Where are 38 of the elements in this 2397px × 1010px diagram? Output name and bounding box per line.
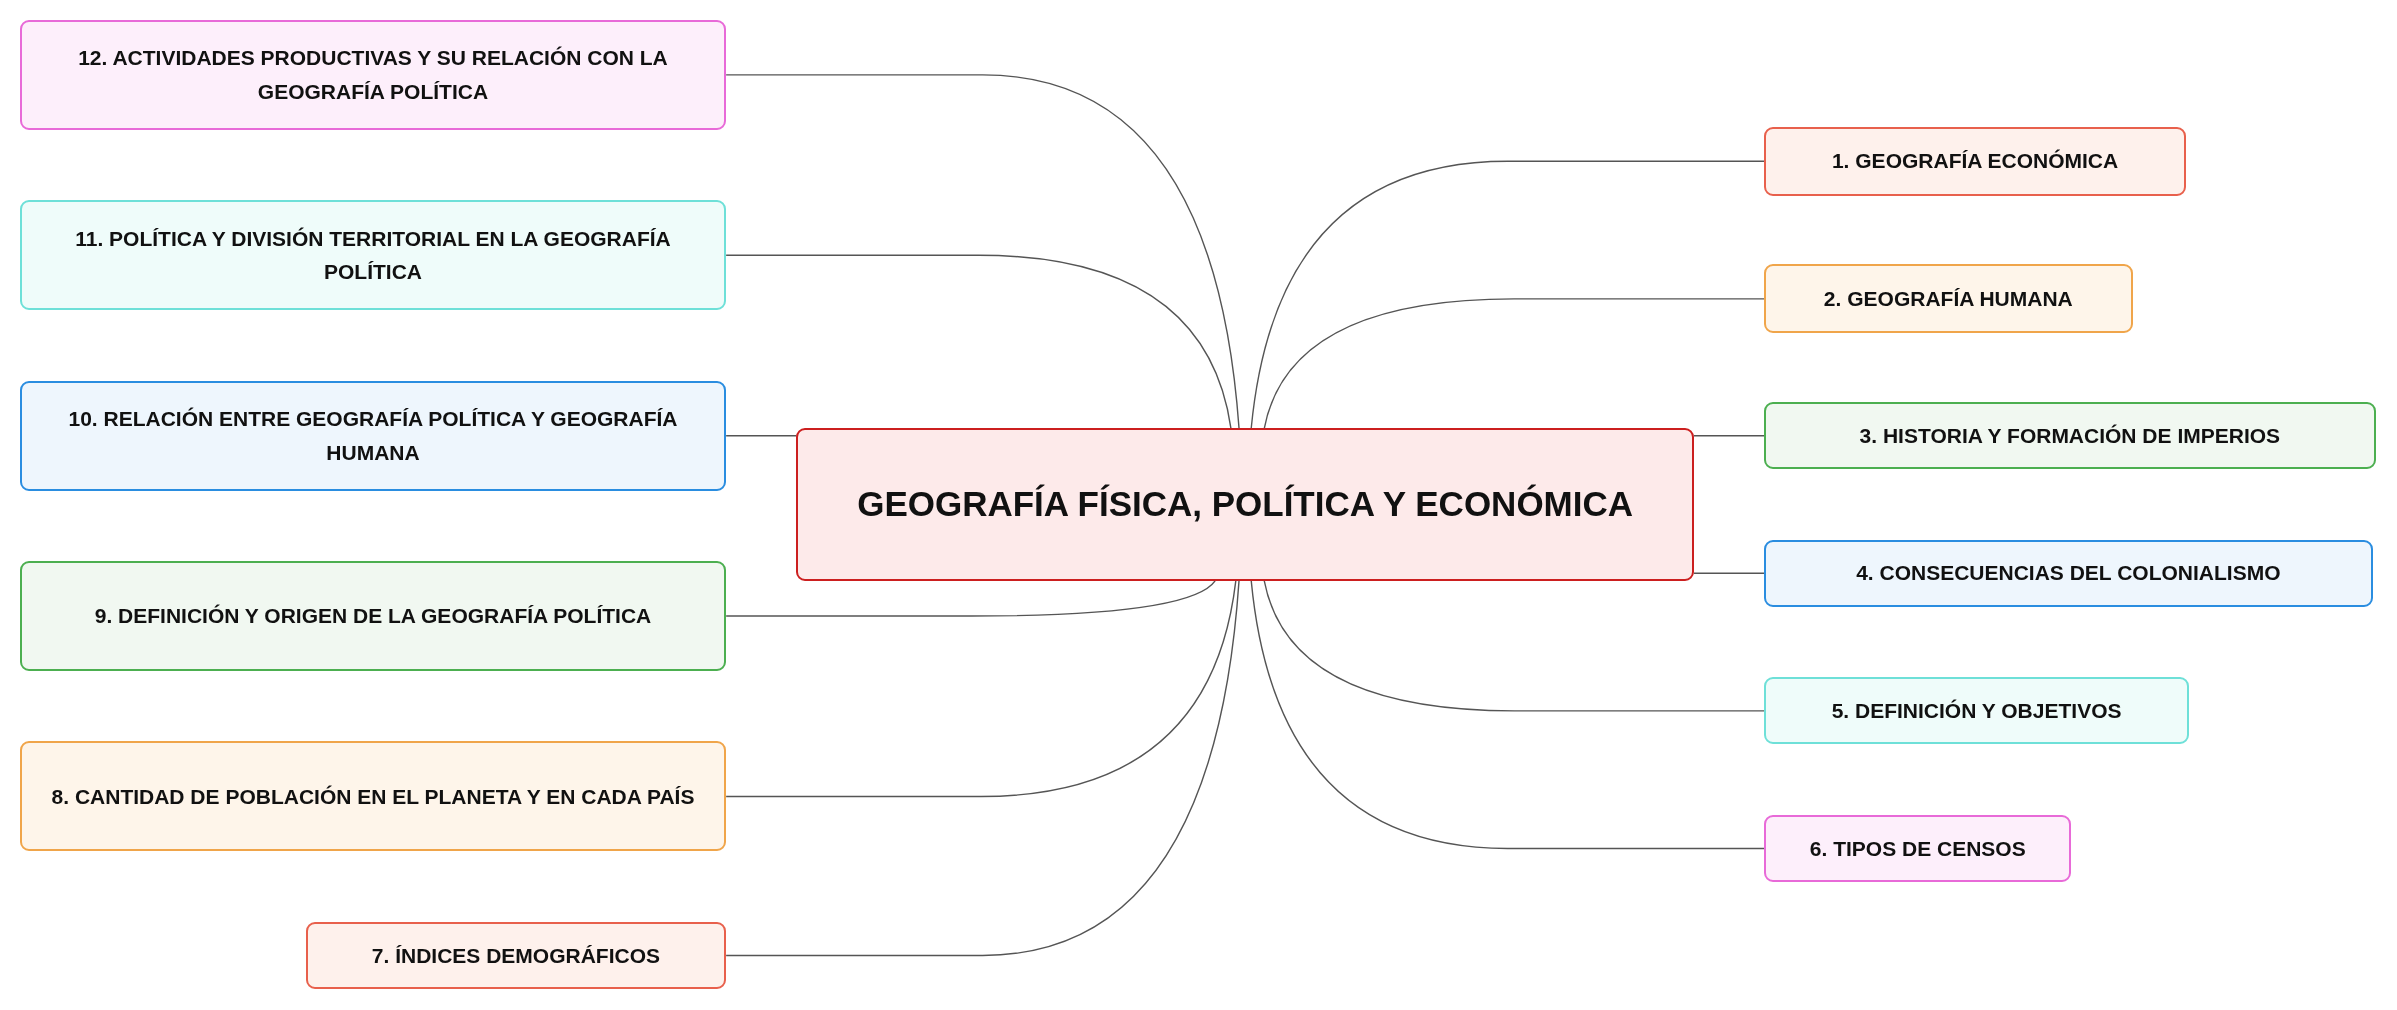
connector-line bbox=[725, 580, 1237, 798]
topic-box bbox=[19, 19, 727, 130]
connector-line bbox=[725, 74, 1240, 429]
topic-text: GEOGRAFÍA FÍSICA, POLÍTICA Y ECONÓMICA bbox=[857, 483, 1634, 526]
topic-box bbox=[19, 380, 727, 491]
topic-text: 2. GEOGRAFÍA HUMANA bbox=[1823, 286, 2073, 313]
topic-text: 8. CANTIDAD DE POBLACIÓN EN EL PLANETA Y EN CADA PAÍS bbox=[51, 783, 695, 810]
connector-line bbox=[1250, 580, 1765, 850]
topic-text: 5. DEFINICIÓN Y OBJETIVOS bbox=[1831, 698, 2122, 725]
topic-box bbox=[1764, 126, 2186, 196]
topic-text: 7. ÍNDICES DEMOGRÁFICOS bbox=[371, 942, 661, 969]
connector-line bbox=[1250, 160, 1765, 429]
topic-box bbox=[305, 921, 727, 990]
topic-text: 3. HISTORIA Y FORMACIÓN DE IMPERIOS bbox=[1859, 422, 2281, 449]
connector-line bbox=[1693, 572, 1765, 574]
topic-box bbox=[1764, 539, 2373, 607]
topic-box bbox=[1764, 814, 2072, 883]
topic-text: 11. POLÍTICA Y DIVISIÓN TERRITORIAL EN LA GEOGRAFÍA POLÍTICA bbox=[74, 225, 672, 286]
connector-line bbox=[725, 435, 798, 437]
connector-line bbox=[725, 580, 1216, 617]
connector-line bbox=[725, 580, 1240, 957]
connector-line bbox=[725, 254, 1232, 429]
topic-text: 9. DEFINICIÓN Y ORIGEN DE LA GEOGRAFÍA POLÍTICA bbox=[94, 603, 652, 630]
connector-line bbox=[1263, 580, 1765, 712]
topic-box bbox=[1764, 264, 2133, 334]
connector-line bbox=[1263, 298, 1765, 429]
topic-box bbox=[1764, 677, 2190, 745]
topic-text: 6. TIPOS DE CENSOS bbox=[1809, 835, 2026, 862]
topic-box bbox=[19, 561, 727, 672]
topic-text: 10. RELACIÓN ENTRE GEOGRAFÍA POLÍTICA Y GEOGRAFÍA HUMANA bbox=[67, 406, 679, 466]
connector-line bbox=[1693, 435, 1765, 437]
topic-text: 1. GEOGRAFÍA ECONÓMICA bbox=[1831, 148, 2119, 175]
central-topic-box bbox=[796, 428, 1694, 581]
topic-text: 4. CONSECUENCIAS DEL COLONIALISMO bbox=[1856, 560, 2281, 587]
topic-box bbox=[1764, 402, 2376, 470]
topic-box bbox=[19, 200, 727, 311]
topic-text: 12. ACTIVIDADES PRODUCTIVAS Y SU RELACIÓN CON LA GEOGRAFÍA POLÍTICA bbox=[77, 45, 669, 105]
topic-box bbox=[19, 741, 727, 852]
